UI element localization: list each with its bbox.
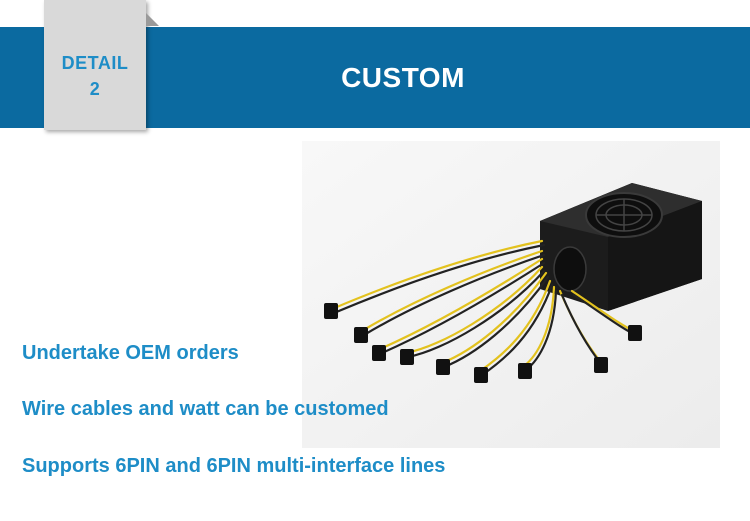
detail-tab-line1: DETAIL: [61, 53, 129, 73]
detail-tab-label: DETAIL 2: [44, 50, 146, 102]
detail-tab-line2: 2: [89, 79, 101, 99]
page-title: CUSTOM: [341, 61, 465, 93]
product-photo: [302, 141, 720, 448]
feature-custom-cables: Wire cables and watt can be customed: [22, 398, 389, 420]
feature-6pin-support: Supports 6PIN and 6PIN multi-interface l…: [22, 455, 446, 477]
power-supply-illustration: [302, 141, 720, 448]
detail-tab-fold: [146, 13, 159, 26]
feature-oem-orders: Undertake OEM orders: [22, 342, 239, 364]
detail-tab: DETAIL 2: [44, 0, 146, 130]
